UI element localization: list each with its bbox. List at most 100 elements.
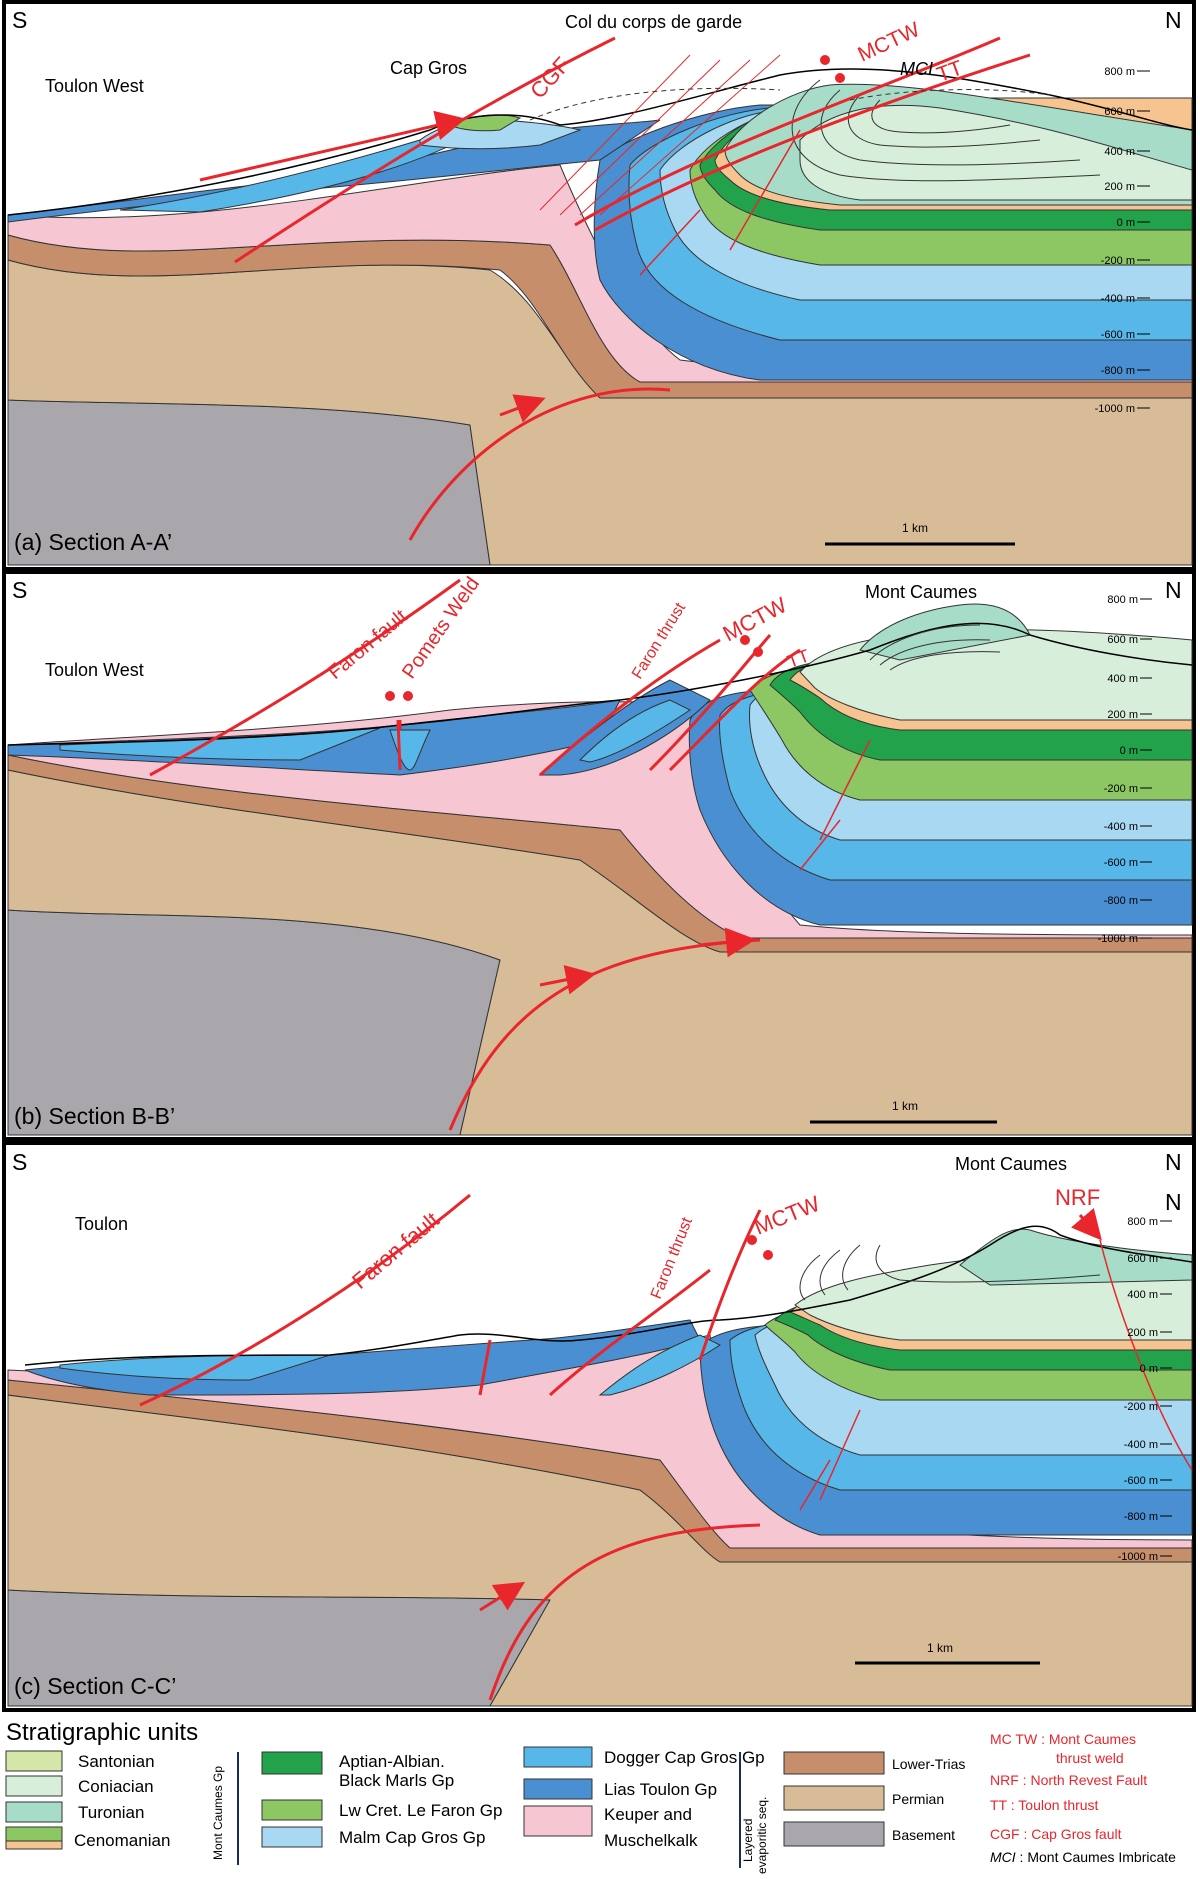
swatch-lower-trias [783, 1751, 885, 1775]
section-c: S N N Toulon Mont Caumes Faron fault Far… [2, 1141, 1196, 1712]
depth-ticks-b [1140, 598, 1152, 939]
caption-section-b: (b) Section B-B’ [14, 1103, 175, 1129]
svg-text:CGF : Cap Gros fault: CGF : Cap Gros fault [990, 1826, 1122, 1842]
svg-text:-600 m: -600 m [1101, 329, 1135, 341]
south-label-b: S [12, 577, 27, 603]
north-label-a: N [1165, 7, 1182, 33]
svg-text:-600 m: -600 m [1104, 857, 1138, 869]
faults-c [139, 1193, 1193, 1701]
topography-c [24, 1225, 1193, 1366]
south-label-a: S [12, 7, 27, 33]
legend-malm: Malm Cap Gros Gp [339, 1828, 485, 1847]
legend-aptian-1: Aptian-Albian. [339, 1752, 445, 1771]
depth-scale-b: 800 m 600 m 400 m 200 m 0 m -200 m -400 … [1098, 594, 1138, 945]
svg-text:thrust weld: thrust weld [1056, 1750, 1124, 1766]
legend-lias: Lias Toulon Gp [604, 1780, 717, 1799]
legend-basement: Basement [892, 1827, 955, 1843]
place-mont-caumes-b: Mont Caumes [865, 582, 977, 602]
swatch-keuper [523, 1805, 593, 1837]
swatch-basement [783, 1821, 885, 1847]
svg-text:-1000 m: -1000 m [1118, 1551, 1158, 1563]
svg-text:200 m: 200 m [1127, 1327, 1158, 1339]
legend-keuper-2: Muschelkalk [604, 1831, 698, 1850]
svg-text:-800 m: -800 m [1101, 365, 1135, 377]
place-toulon-west-a: Toulon West [45, 76, 144, 96]
swatch-aptian [261, 1751, 323, 1775]
place-toulon-west-b: Toulon West [45, 660, 144, 680]
depth-scale-a: 800 m 600 m 400 m 200 m 0 m -200 m -400 … [1095, 66, 1135, 415]
svg-text:600 m: 600 m [1127, 1253, 1158, 1265]
depth-ticks-c [1160, 1220, 1172, 1557]
legend-permian: Permian [892, 1791, 944, 1807]
north-label-c: N [1165, 1149, 1182, 1175]
depth-scale-c: 800 m 600 m 400 m 200 m 0 m -200 m -400 … [1118, 1216, 1158, 1563]
swatch-permian [783, 1785, 885, 1811]
swatch-lias [523, 1778, 593, 1800]
swatch-dogger [523, 1746, 593, 1768]
svg-text:-600 m: -600 m [1124, 1475, 1158, 1487]
swatch-turonian [5, 1801, 63, 1823]
section-a: S N Toulon West Cap Gros Col du corps de… [2, 0, 1196, 571]
south-label-c: S [12, 1149, 27, 1175]
swatch-santonian [5, 1750, 63, 1772]
svg-text:-1000 m: -1000 m [1095, 403, 1135, 415]
legend-coniacian: Coniacian [78, 1777, 154, 1796]
faults-b [149, 578, 871, 1131]
fault-label-nrf: NRF [1055, 1185, 1100, 1210]
svg-text:MCI : Mont Caumes Imbricate: MCI : Mont Caumes Imbricate [990, 1849, 1176, 1865]
basement-unit-b [7, 909, 501, 1136]
fold-lines-c [799, 1244, 1101, 1301]
faults-a [199, 36, 1031, 541]
legend-santonian: Santonian [78, 1752, 155, 1771]
svg-text:800 m: 800 m [1107, 594, 1138, 606]
caption-section-a: (a) Section A-A’ [14, 529, 172, 555]
turonian-unit-c [959, 1228, 1193, 1286]
place-mont-caumes-c: Mont Caumes [955, 1154, 1067, 1174]
depth-ticks-a [1137, 70, 1150, 409]
place-col-du-corps-de-garde: Col du corps de garde [565, 12, 742, 32]
svg-text:400 m: 400 m [1127, 1289, 1158, 1301]
legend-lower-trias: Lower-Trias [892, 1756, 965, 1772]
north-label-b: N [1165, 577, 1182, 603]
swatch-cenomanian-a [5, 1826, 63, 1842]
caption-section-c: (c) Section C-C’ [14, 1673, 176, 1699]
legend-lw-cret: Lw Cret. Le Faron Gp [339, 1801, 502, 1820]
svg-text:MC TW : Mont Caumes: MC TW : Mont Caumes [990, 1731, 1136, 1747]
svg-text:400 m: 400 m [1107, 673, 1138, 685]
svg-text:-400 m: -400 m [1124, 1439, 1158, 1451]
svg-text:-200 m: -200 m [1101, 255, 1135, 267]
fault-label-mci: MCI [900, 59, 933, 79]
legend-turonian: Turonian [78, 1803, 144, 1822]
topography-b [7, 622, 1193, 746]
svg-text:TT : Toulon thrust: TT : Toulon thrust [990, 1797, 1099, 1813]
svg-text:NRF : North Revest Fault: NRF : North Revest Fault [990, 1772, 1147, 1788]
svg-text:0 m: 0 m [1120, 745, 1138, 757]
svg-text:0 m: 0 m [1140, 1363, 1158, 1375]
legend-group-evap-1: Layered [741, 1819, 755, 1862]
place-cap-gros: Cap Gros [390, 58, 467, 78]
legend-dogger: Dogger Cap Gros Gp [604, 1748, 765, 1767]
svg-text:-1000 m: -1000 m [1098, 933, 1138, 945]
svg-text:400 m: 400 m [1104, 146, 1135, 158]
legend-aptian-2: Black Marls Gp [339, 1771, 454, 1790]
svg-text:200 m: 200 m [1104, 181, 1135, 193]
coniacian-unit [799, 104, 1193, 201]
fold-lines-b [869, 624, 1001, 671]
faron-block-inner [578, 699, 691, 763]
faron-block-c [598, 1334, 721, 1396]
swatch-coniacian [5, 1775, 63, 1797]
legend-cenomanian: Cenomanian [74, 1831, 170, 1850]
legend-title: Stratigraphic units [6, 1719, 198, 1746]
north-label-c-inner: N [1165, 1189, 1182, 1215]
place-toulon: Toulon [75, 1214, 128, 1234]
topography-a [7, 68, 1193, 216]
swatch-lw-cret [261, 1799, 323, 1821]
svg-text:-200 m: -200 m [1104, 783, 1138, 795]
legend-keuper-1: Keuper and [604, 1805, 692, 1824]
svg-text:0 m: 0 m [1117, 217, 1135, 229]
swatch-malm [261, 1826, 323, 1848]
svg-text:-200 m: -200 m [1124, 1401, 1158, 1413]
turonian-unit-b [859, 603, 1031, 661]
svg-text:600 m: 600 m [1104, 106, 1135, 118]
